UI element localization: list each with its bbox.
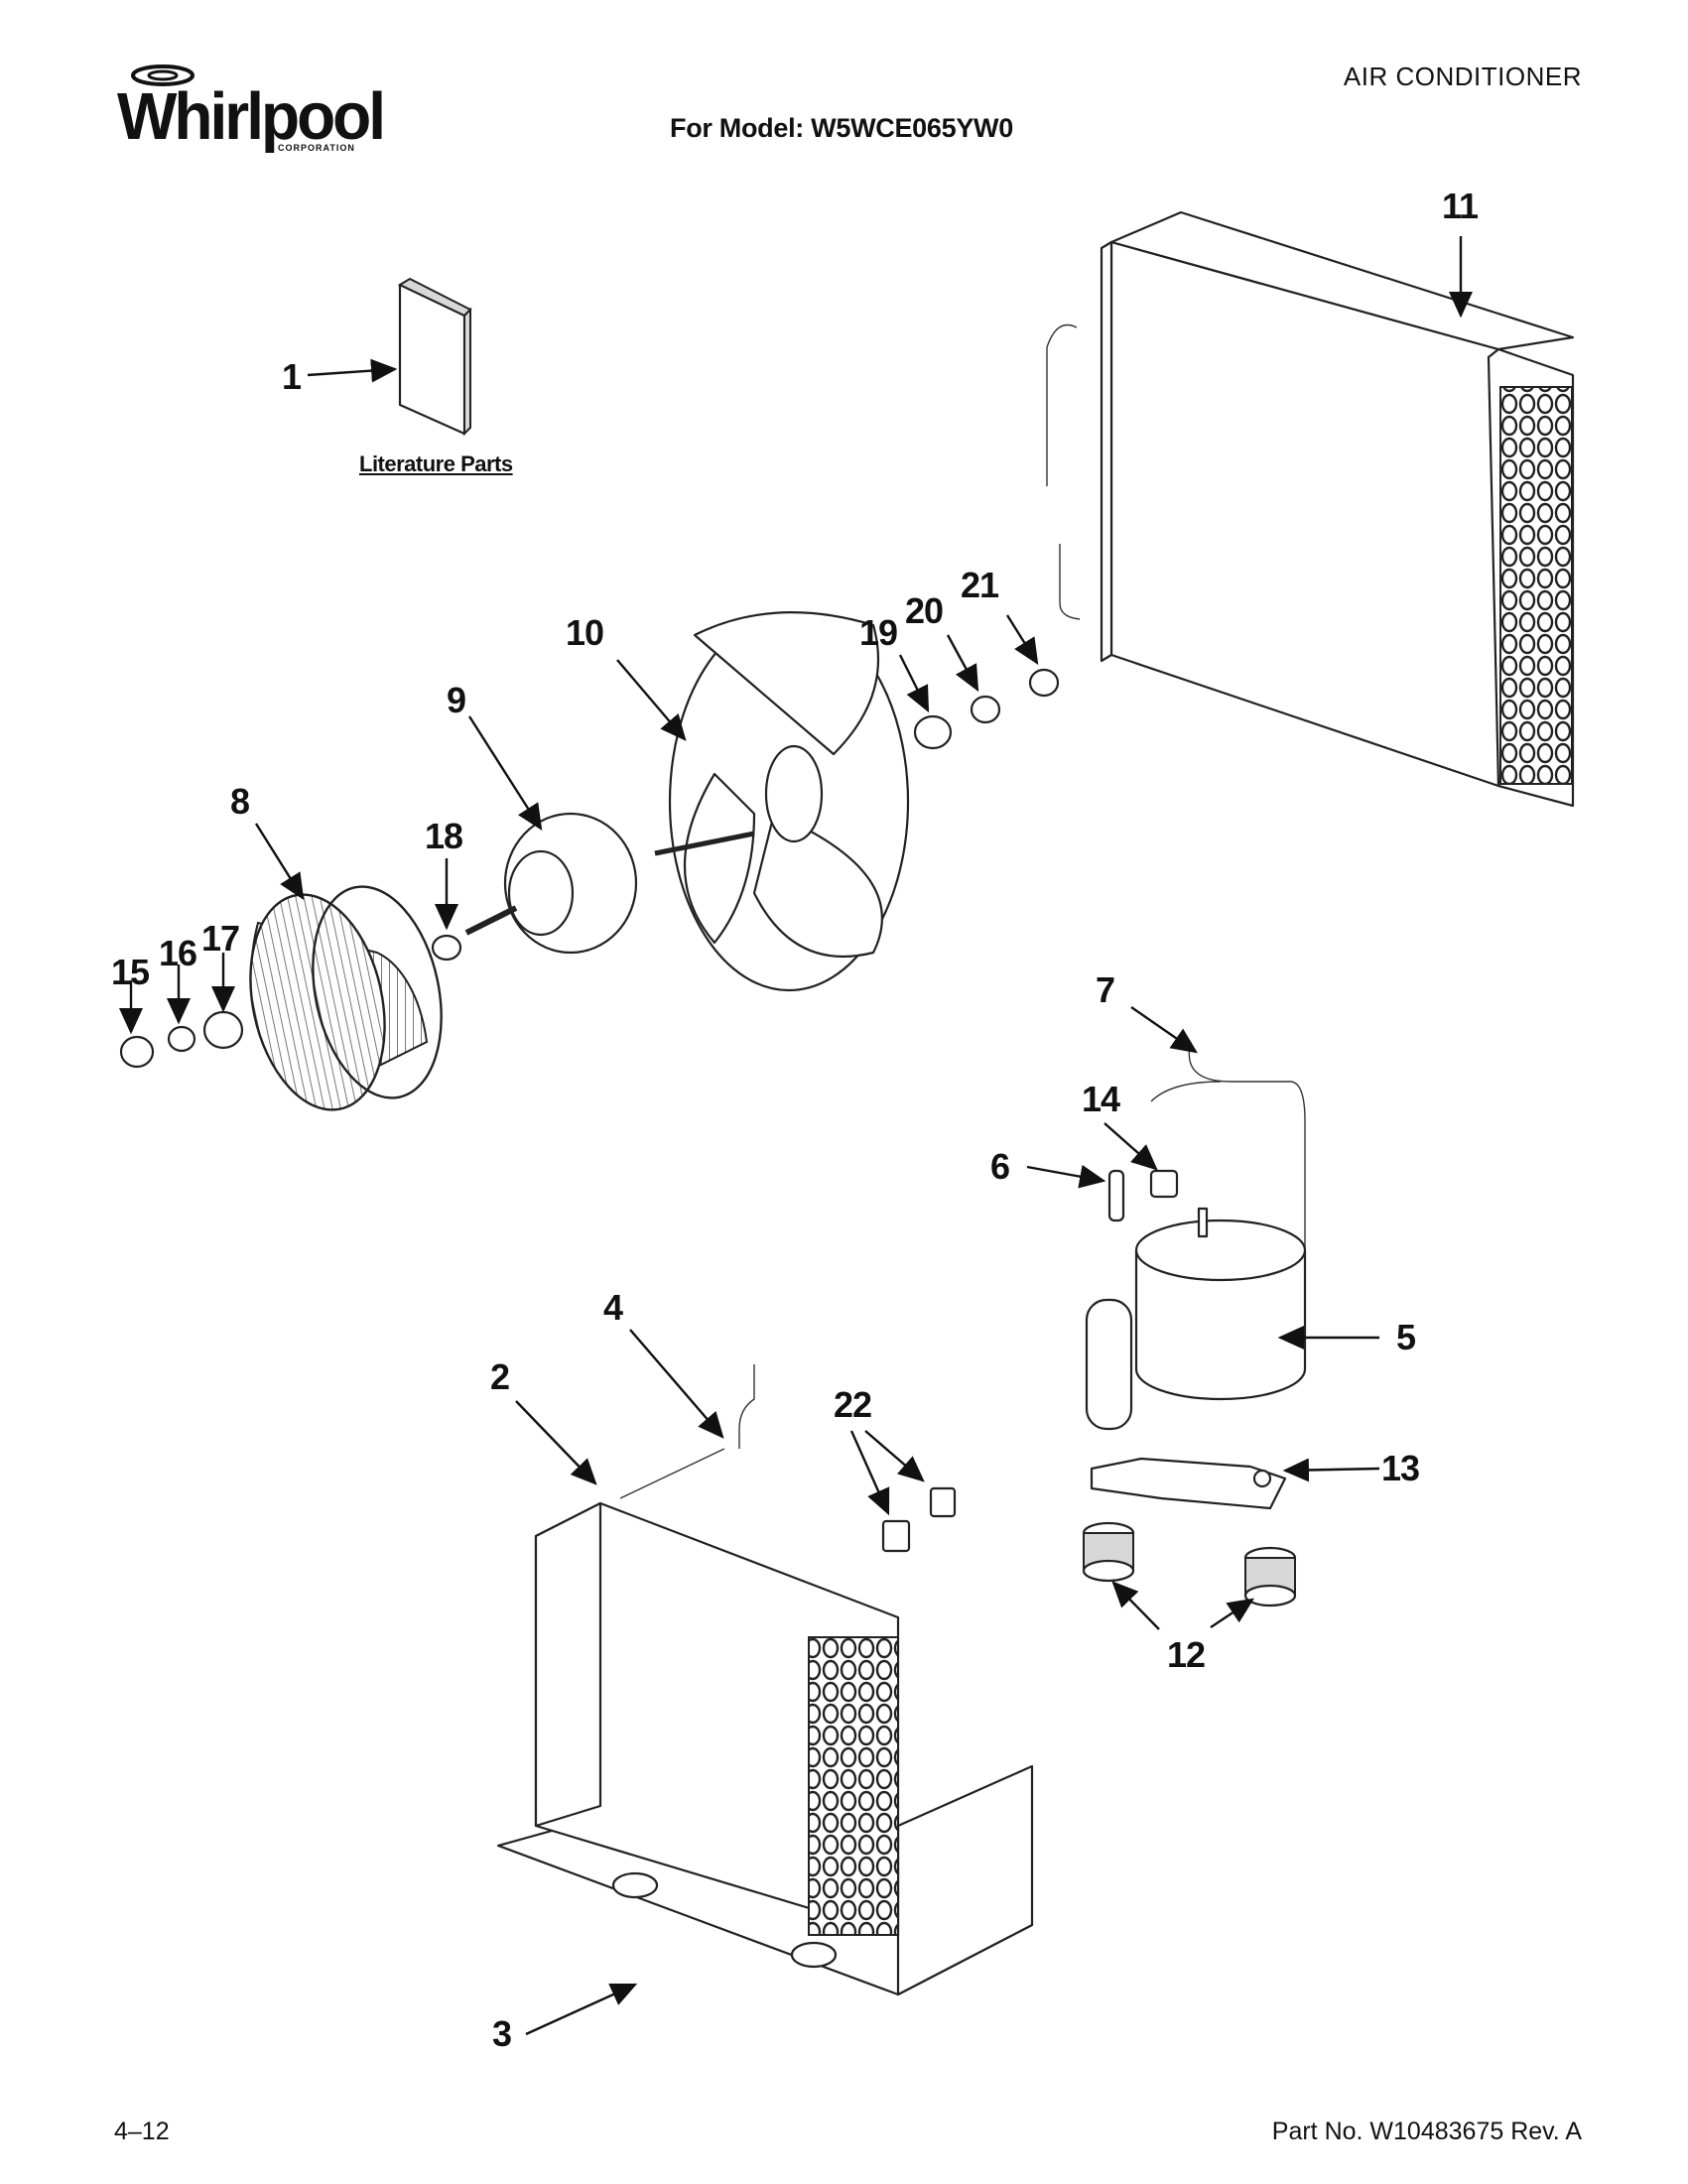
category-title: AIR CONDITIONER [1343,62,1582,91]
callout-3: 3 [492,2013,512,2054]
whirlpool-logo: Whirlpool CORPORATION [111,62,386,159]
leader-arrows [119,236,1473,2036]
part-number: Part No. W10483675 Rev. A [1271,2118,1582,2145]
logo-swirl-icon [131,64,195,86]
callout-16: 16 [159,933,197,973]
callout-12: 12 [1167,1634,1206,1675]
grommet-right [1243,1546,1297,1607]
grommet-left [1082,1521,1135,1583]
logo-corporation: CORPORATION [278,143,355,153]
callout-2: 2 [490,1356,510,1397]
nut-21 [1028,668,1060,698]
literature-parts-label: Literature Parts [359,451,513,476]
callout-1: 1 [282,356,302,397]
callout-22: 22 [834,1384,872,1425]
callout-14: 14 [1082,1079,1120,1119]
washer-18 [431,934,462,962]
retaining-clips [881,1486,957,1553]
evaporator-and-base [496,1364,1034,1996]
callout-9: 9 [447,680,466,720]
callout-5: 5 [1396,1317,1416,1357]
washer-20 [970,695,1001,724]
callout-21: 21 [961,565,999,605]
washer-19 [913,714,953,750]
fan-motor [464,812,755,955]
callout-11: 11 [1442,186,1479,226]
nut-15 [119,1035,155,1069]
model-title: For Model: W5WCE065YW0 [670,113,1013,143]
axial-fan [668,611,910,992]
callout-7: 7 [1096,969,1115,1010]
logo-wordmark: Whirlpool [117,78,386,154]
callout-17: 17 [201,918,240,959]
callout-6: 6 [990,1146,1010,1187]
overload-14 [1149,1169,1179,1199]
callout-10: 10 [566,612,604,653]
washer-17 [202,1010,244,1050]
callout-18: 18 [425,816,463,856]
compressor-assembly [1082,1041,1307,1607]
callout-4: 4 [603,1287,623,1328]
callout-15: 15 [111,952,150,992]
callout-8: 8 [230,781,250,822]
condenser-coil [1046,210,1575,808]
literature-booklet [397,277,472,437]
tube-6 [1107,1169,1125,1222]
callout-19: 19 [859,612,898,653]
blower-wheel [249,885,443,1111]
page-number: 4–12 [114,2118,170,2145]
callout-20: 20 [905,590,944,631]
washer-16 [167,1025,196,1053]
callout-13: 13 [1381,1448,1420,1488]
